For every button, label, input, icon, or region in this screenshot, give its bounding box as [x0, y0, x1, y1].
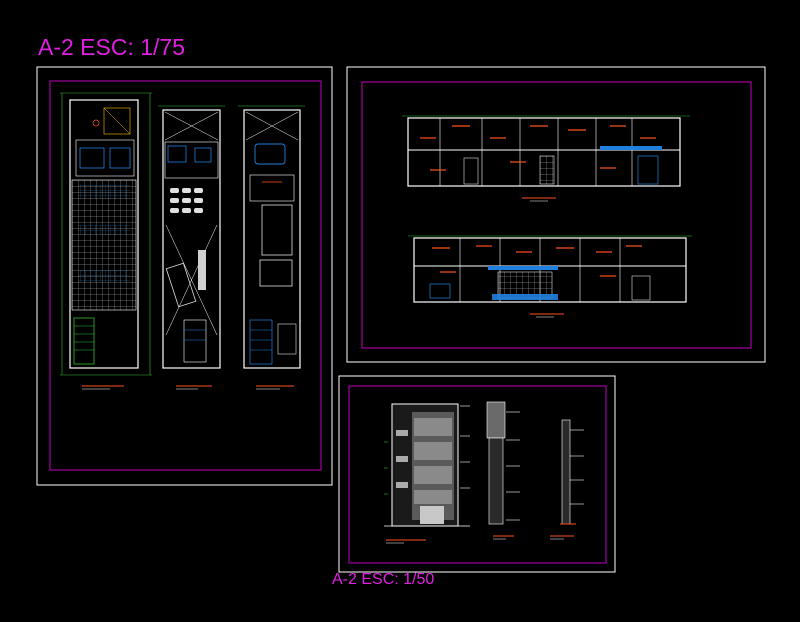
sheet-title-scale-1-75: A-2 ESC: 1/75: [38, 34, 186, 60]
sheet-inner-frame: [348, 385, 607, 564]
main-facade-elevation: [384, 403, 470, 544]
sheet-border: [36, 66, 333, 486]
sheet-border: [346, 66, 766, 363]
facade-section-2-2: [550, 419, 584, 540]
sheet-border: [338, 375, 616, 573]
sheet-title-scale-1-50: A-2 ESC: 1/50: [332, 571, 435, 588]
floor-plan-2: [158, 105, 225, 390]
facade-section-1-1: [486, 401, 520, 540]
floor-plan-3: [238, 105, 305, 390]
sheet-inner-frame: [49, 80, 322, 471]
section-a-a: [402, 115, 690, 202]
sheet-elevations: [338, 375, 616, 573]
sheet-floor-plans: [36, 66, 333, 486]
sheet-sections: [346, 66, 766, 363]
sheet-inner-frame: [361, 81, 752, 349]
section-b-b: [408, 235, 692, 318]
floor-plan-1: [60, 92, 152, 390]
